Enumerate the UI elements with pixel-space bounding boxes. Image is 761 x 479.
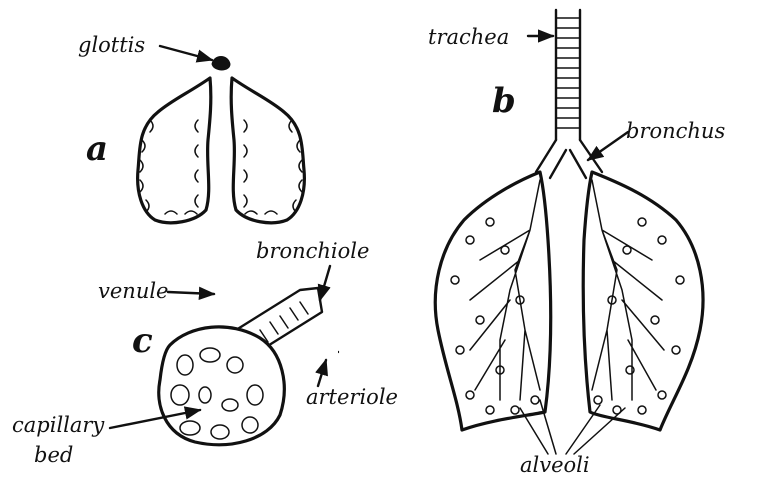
bronchiole-label: bronchiole — [256, 239, 369, 263]
glottis-arrow — [160, 46, 212, 60]
panel-b: trachea bronchus b alveoli — [428, 10, 725, 477]
panel-c-letter: c — [132, 321, 153, 361]
bronchus-label: bronchus — [626, 119, 725, 143]
arteriole-arrow — [318, 360, 326, 386]
venule-arrow — [168, 292, 214, 294]
capillary-bed-label-line2: bed — [34, 443, 73, 467]
alveoli-label: alveoli — [520, 453, 590, 477]
panel-b-letter: b — [492, 81, 516, 121]
glottis-label: glottis — [78, 33, 145, 57]
trachea-label: trachea — [428, 25, 509, 49]
arteriole-label: arteriole — [306, 385, 398, 409]
bronchus-arrow — [588, 132, 628, 160]
bronchiole-arrow — [320, 266, 330, 300]
panel-a-lungs — [138, 57, 305, 223]
venule-label: venule — [98, 279, 169, 303]
panel-a-letter: a — [86, 129, 108, 169]
capillary-bed-label-line1: capillary — [12, 413, 105, 437]
right-lung — [583, 172, 703, 430]
panel-c: venule bronchiole arteriole capillary be… — [12, 239, 398, 467]
glottis-icon — [212, 57, 230, 71]
panel-a: glottis a — [78, 33, 304, 223]
